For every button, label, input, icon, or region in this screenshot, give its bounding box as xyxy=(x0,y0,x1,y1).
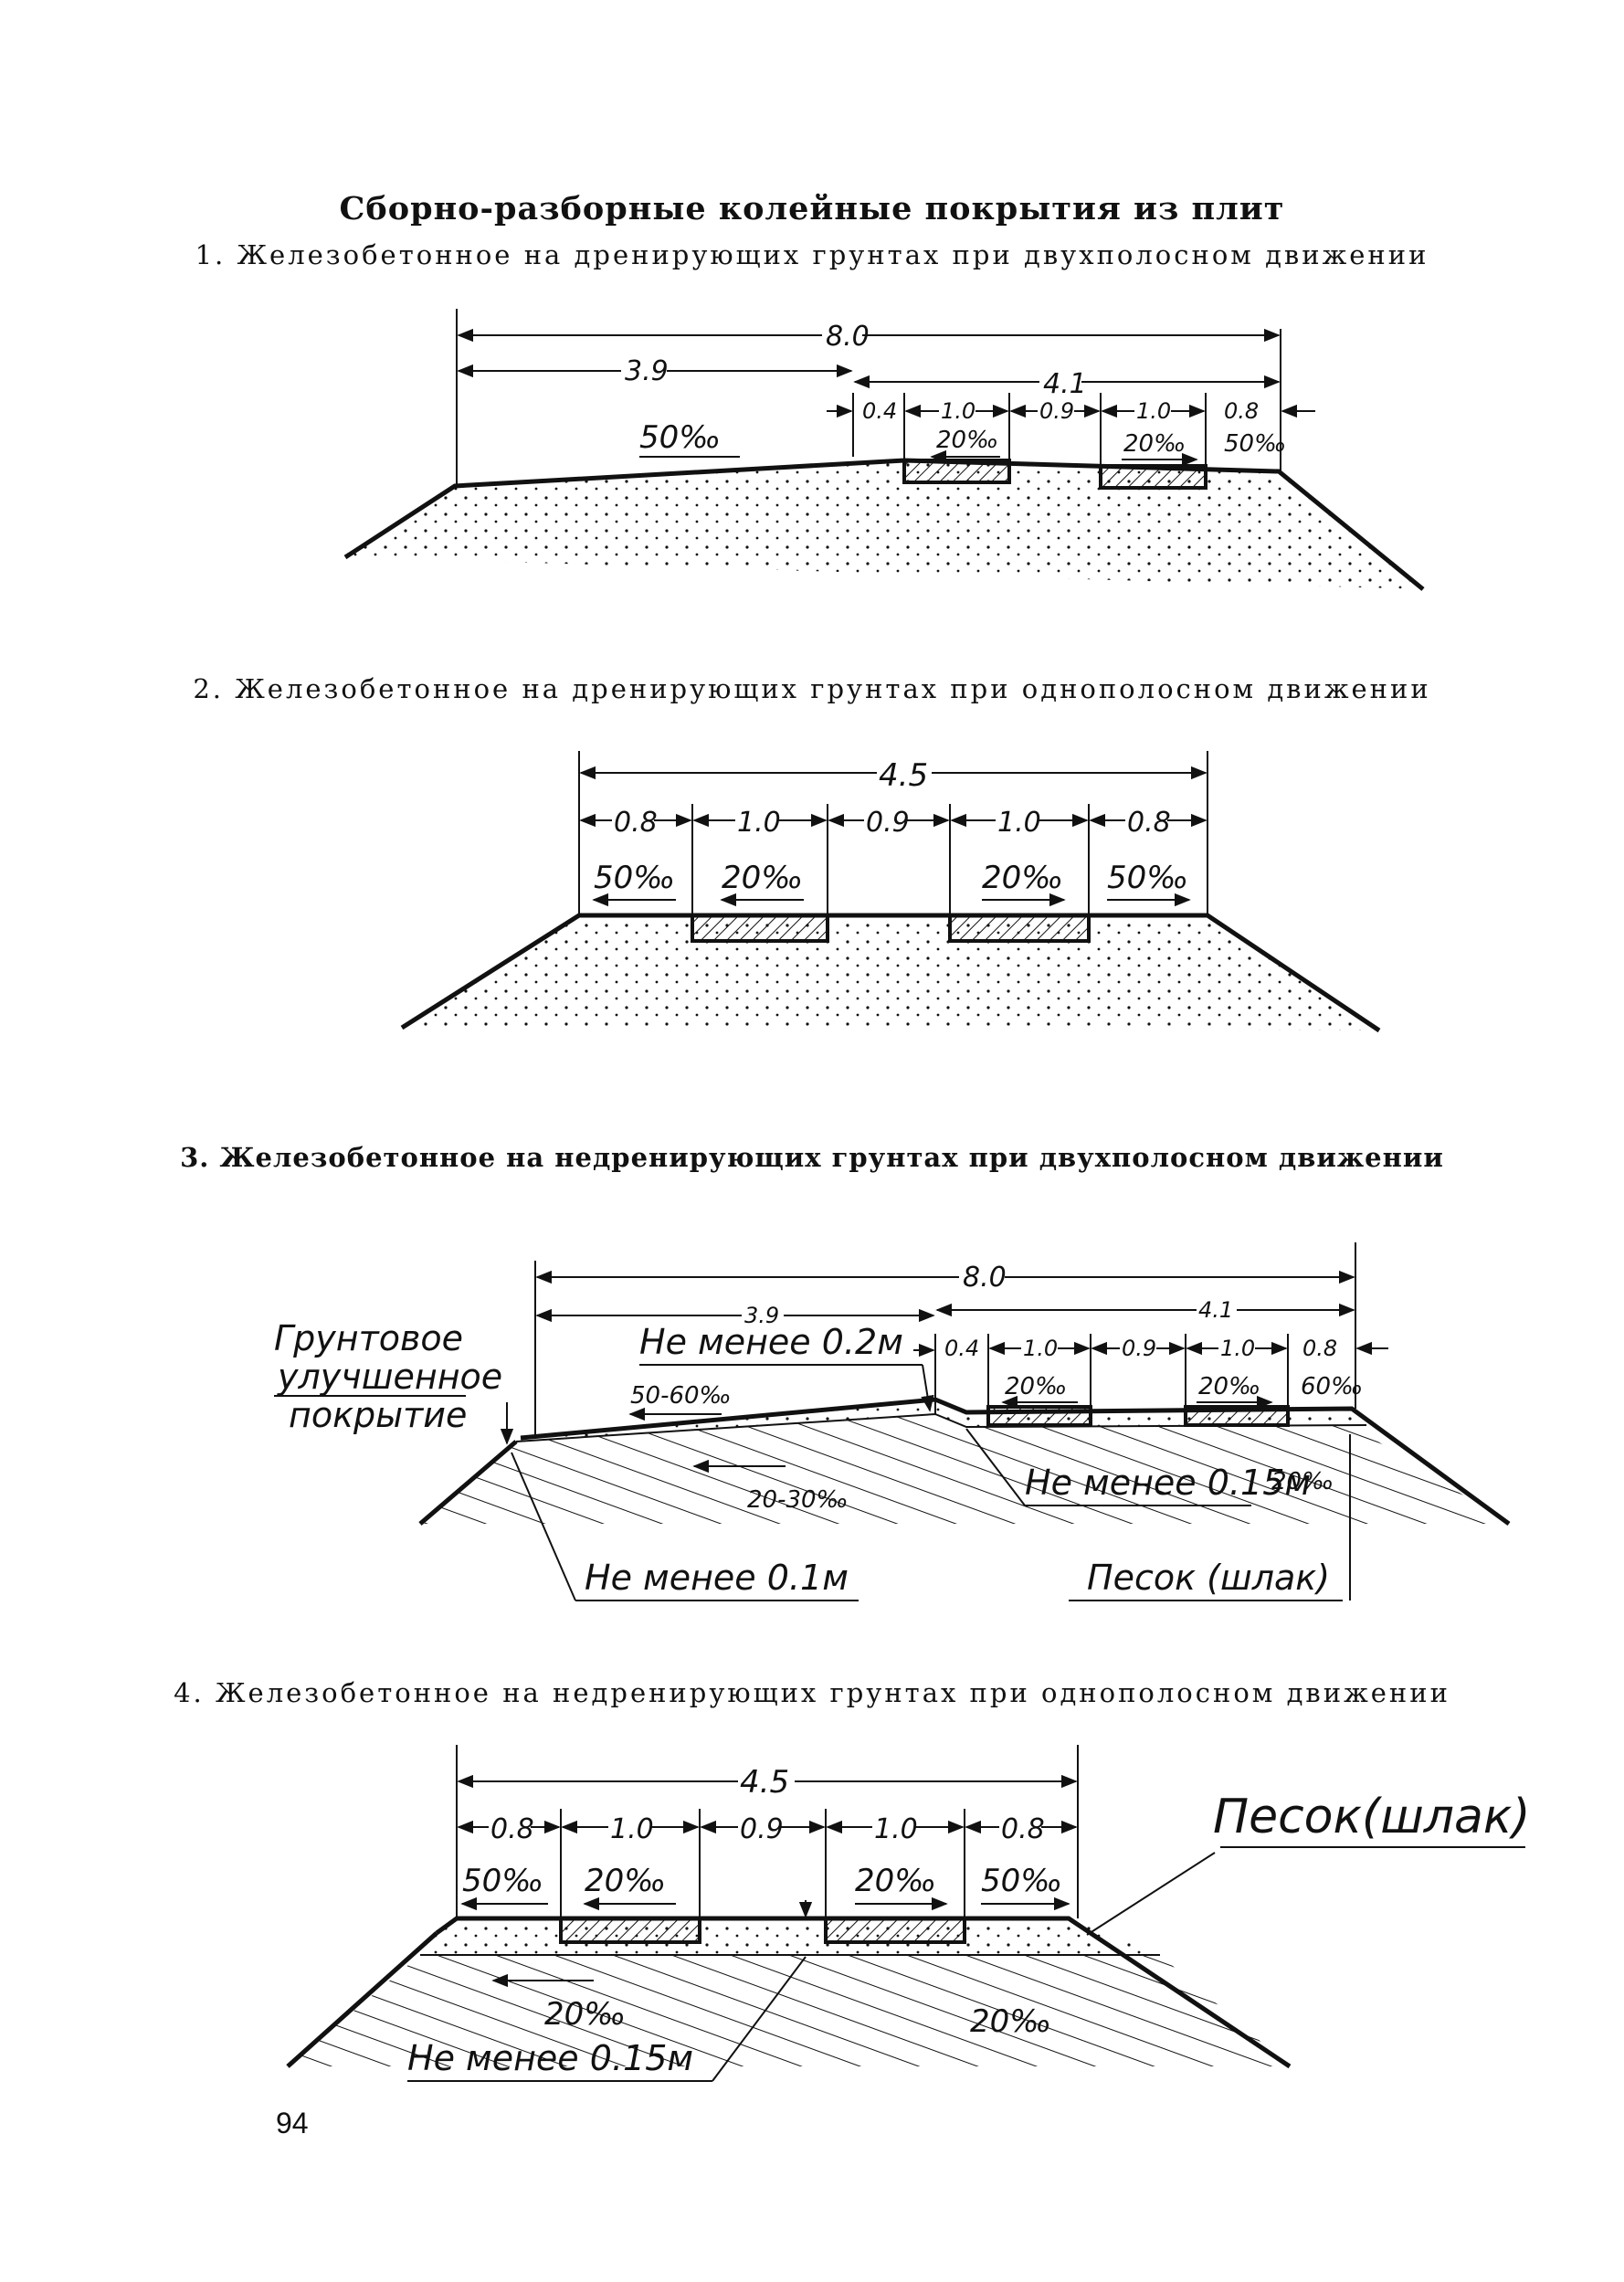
dim-a: 0.8 xyxy=(614,807,658,839)
soil-label-2: улучшенное xyxy=(277,1357,502,1397)
note-sand: Песок(шлак) xyxy=(1213,1790,1531,1844)
slope-plate2: 20‰ xyxy=(855,1863,936,1899)
plate-left xyxy=(559,1917,701,1944)
dim-total: 8.0 xyxy=(963,1262,1007,1294)
dim-right: 4.1 xyxy=(1198,1297,1233,1323)
plate-right xyxy=(1099,464,1207,490)
note-min-02: Не менее 0.2м xyxy=(639,1322,903,1362)
dim-d: 1.0 xyxy=(1136,398,1171,424)
sand-layer xyxy=(420,1918,1160,1955)
page-title: Сборно-разборные колейные покрытия из пл… xyxy=(339,190,1285,227)
dim-b: 1.0 xyxy=(1023,1336,1058,1361)
soil-label-1: Грунтовое xyxy=(274,1318,463,1358)
slope-plate1: 20‰ xyxy=(722,860,803,896)
slope-right: 50‰ xyxy=(981,1863,1062,1899)
embankment-outline xyxy=(400,913,1381,1033)
slope-edge: 60‰ xyxy=(1301,1373,1363,1400)
plate-left xyxy=(902,459,1011,484)
page-number: 94 xyxy=(276,2107,309,2139)
dim-b: 1.0 xyxy=(941,398,975,424)
plate-right xyxy=(1184,1405,1290,1427)
dim-e: 0.8 xyxy=(1224,398,1259,424)
dim-right: 4.1 xyxy=(1043,368,1087,400)
soil-label-3: покрытие xyxy=(289,1395,467,1435)
slope-plate1: 20‰ xyxy=(585,1863,666,1899)
dim-total: 4.5 xyxy=(879,757,928,794)
dim-e: 0.8 xyxy=(1001,1813,1045,1845)
dim-d: 1.0 xyxy=(997,807,1041,839)
note-min-015: Не менее 0.15м xyxy=(407,2038,693,2078)
dim-total: 4.5 xyxy=(740,1764,789,1801)
diagram-1: 8.0 3.9 4.1 0.4 1.0 0.9 1.0 0.8 50‰ 20‰ … xyxy=(343,309,1425,591)
slope-plate1: 20‰ xyxy=(936,427,998,454)
section-3-title: 3. Железобетонное на недренирующих грунт… xyxy=(180,1142,1444,1173)
subgrade-hatch xyxy=(420,1414,1509,1524)
section-1-title: 1. Железобетонное на дренирующих грунтах… xyxy=(195,239,1429,270)
slope-left: 50‰ xyxy=(462,1863,543,1899)
slope-shoulder: 50‰ xyxy=(639,419,721,456)
section-2-title: 2. Железобетонное на дренирующих грунтах… xyxy=(193,673,1431,704)
plate-right xyxy=(824,1917,966,1944)
dim-e: 0.8 xyxy=(1302,1336,1337,1361)
dim-c: 0.9 xyxy=(1122,1336,1156,1361)
embankment-fill xyxy=(402,915,1379,1030)
slope-left xyxy=(418,1440,518,1526)
slope-plate2: 20‰ xyxy=(1198,1373,1260,1400)
slope-base-left: 20-30‰ xyxy=(747,1486,849,1514)
dim-c: 0.9 xyxy=(1039,398,1074,424)
diagram-3: 8.0 3.9 4.1 0.4 1.0 0.9 1.0 0.8 Грунтово… xyxy=(274,1242,1511,1601)
diagram-4: 4.5 0.8 1.0 0.9 1.0 0.8 50‰ 20‰ 20‰ 50‰ … xyxy=(286,1745,1531,2082)
dim-total: 8.0 xyxy=(826,321,870,353)
plate-left xyxy=(986,1405,1092,1427)
slope-edge: 50‰ xyxy=(1224,430,1286,458)
dim-d: 1.0 xyxy=(874,1813,918,1845)
note-min-01: Не менее 0.1м xyxy=(585,1558,849,1598)
dim-e: 0.8 xyxy=(1127,807,1171,839)
dim-a: 0.8 xyxy=(490,1813,534,1845)
note-sand: Песок (шлак) xyxy=(1087,1558,1330,1598)
sand-bottom xyxy=(515,1412,1367,1442)
diagram-2: 4.5 0.8 1.0 0.9 1.0 0.8 50‰ 20‰ 20‰ 50‰ xyxy=(400,751,1381,1033)
slope-left: 50‰ xyxy=(594,860,675,896)
dim-c: 0.9 xyxy=(740,1813,784,1845)
section-4-title: 4. Железобетонное на недренирующих грунт… xyxy=(174,1677,1450,1708)
slope-base-right: 20‰ xyxy=(1271,1468,1334,1495)
slope-top-left: 50-60‰ xyxy=(630,1382,732,1410)
dim-a: 0.4 xyxy=(862,398,897,424)
dim-left: 3.9 xyxy=(744,1303,779,1328)
dim-b: 1.0 xyxy=(737,807,781,839)
dim-left: 3.9 xyxy=(625,355,669,387)
slope-plate2: 20‰ xyxy=(982,860,1063,896)
subgrade-hatch xyxy=(288,1955,1290,2066)
top-surface xyxy=(520,1397,1511,1527)
slope-plate1: 20‰ xyxy=(1005,1373,1067,1400)
dim-a: 0.4 xyxy=(944,1336,979,1361)
top-surface xyxy=(435,1916,1292,2069)
embankment-fill xyxy=(345,460,1423,589)
slope-plate2: 20‰ xyxy=(1123,430,1186,458)
slope-base-right: 20‰ xyxy=(970,2003,1051,2040)
slope-base-left: 20‰ xyxy=(544,1996,626,2033)
plate-left xyxy=(691,914,829,943)
dim-b: 1.0 xyxy=(610,1813,654,1845)
slope-left xyxy=(286,1931,438,2068)
note-min-015: Не менее 0.15м xyxy=(1025,1463,1311,1503)
dim-d: 1.0 xyxy=(1220,1336,1255,1361)
slope-right: 50‰ xyxy=(1107,860,1188,896)
plate-right xyxy=(948,914,1091,943)
dim-c: 0.9 xyxy=(866,807,910,839)
